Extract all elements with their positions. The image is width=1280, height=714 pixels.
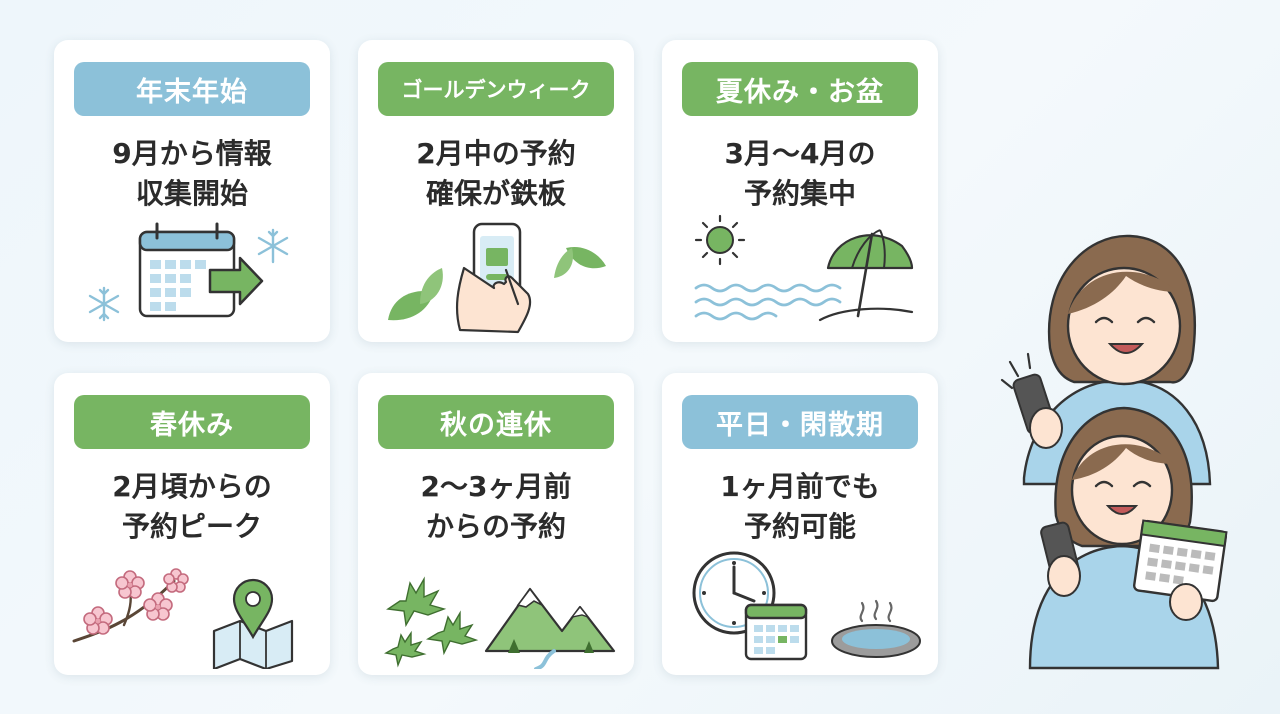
leaf-icon	[388, 246, 606, 321]
people-illustration	[1000, 234, 1228, 670]
description-line: 2月頃からの	[112, 470, 272, 503]
season-description: 3月〜4月の 予約集中	[662, 134, 938, 214]
season-label: 年末年始	[74, 62, 310, 116]
season-label: 春休み	[74, 395, 310, 449]
description-line: 1ヶ月前でも	[720, 470, 880, 503]
season-card-golden-week: ゴールデンウィーク 2月中の予約 確保が鉄板	[358, 40, 634, 342]
season-description: 1ヶ月前でも 予約可能	[662, 467, 938, 547]
season-description: 2〜3ヶ月前 からの予約	[358, 467, 634, 547]
description-line: 予約ピーク	[121, 510, 262, 543]
description-line: 3月〜4月の	[724, 137, 876, 170]
clock-calendar-icon	[692, 551, 921, 661]
season-description: 9月から情報 収集開始	[54, 134, 330, 214]
season-description: 2月頃からの 予約ピーク	[54, 467, 330, 547]
cherry-blossom-icon	[72, 568, 294, 669]
season-description: 2月中の予約 確保が鉄板	[358, 134, 634, 214]
description-line: からの予約	[425, 510, 566, 543]
season-card-autumn: 秋の連休 2〜3ヶ月前 からの予約	[358, 373, 634, 675]
season-label: ゴールデンウィーク	[378, 62, 614, 116]
description-line: 2月中の予約	[416, 137, 576, 170]
waves-icon	[694, 283, 842, 321]
description-line: 予約可能	[743, 510, 856, 543]
calendar-icon	[744, 603, 808, 661]
beach-umbrella-icon	[694, 214, 914, 322]
description-line: 確保が鉄板	[425, 177, 566, 210]
description-line: 9月から情報	[112, 137, 272, 170]
hot-spring-icon	[831, 599, 921, 658]
season-card-off-peak: 平日・閑散期 1ヶ月前でも 予約可能	[662, 373, 938, 675]
season-card-new-year: 年末年始 9月から情報 収集開始	[54, 40, 330, 342]
sun-icon	[694, 214, 746, 266]
season-label: 平日・閑散期	[682, 395, 918, 449]
description-line: 2〜3ヶ月前	[420, 470, 572, 503]
smartphone-hand-icon	[388, 222, 606, 334]
mountain-icon	[384, 576, 616, 669]
snowflake-icon	[88, 286, 120, 322]
season-label: 夏休み・お盆	[682, 62, 918, 116]
maple-leaf-icon	[384, 576, 479, 668]
description-line: 予約集中	[743, 177, 856, 210]
season-card-summer: 夏休み・お盆 3月〜4月の 予約集中	[662, 40, 938, 342]
map-pin-icon	[212, 578, 294, 669]
calendar-arrow-icon	[88, 222, 289, 322]
description-line: 収集開始	[135, 177, 248, 210]
woman-with-calendar-icon	[1028, 406, 1228, 670]
season-label: 秋の連休	[378, 395, 614, 449]
season-card-spring: 春休み 2月頃からの 予約ピーク	[54, 373, 330, 675]
